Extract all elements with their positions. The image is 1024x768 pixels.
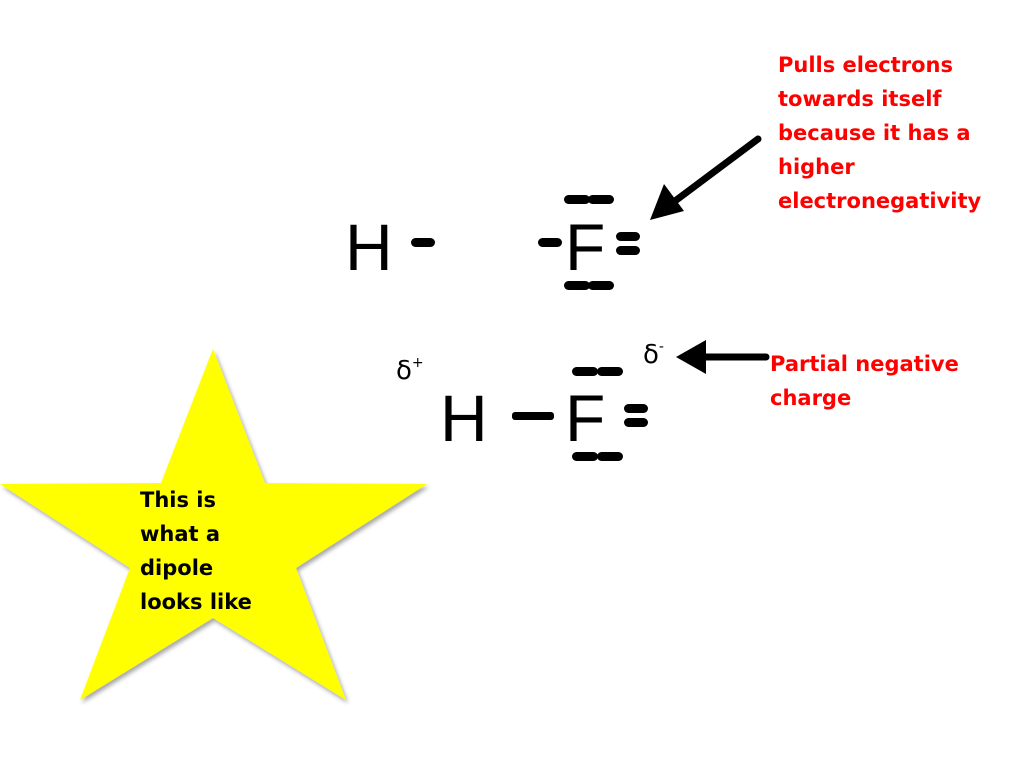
- arrow-icon: [676, 340, 770, 374]
- electron-dot: [572, 452, 598, 461]
- electron-dot: [616, 246, 640, 255]
- electron-dot: [564, 195, 590, 204]
- atom-f-top: F: [565, 210, 606, 284]
- electron-dot: [597, 367, 623, 376]
- star-icon: [0, 349, 427, 700]
- arrow-icon: [650, 135, 762, 220]
- delta-minus-label: δ-: [643, 339, 664, 370]
- atom-h-bottom: H: [440, 381, 488, 455]
- electron-dot: [411, 238, 435, 247]
- electron-dot: [624, 404, 648, 413]
- electron-dot: [616, 232, 640, 241]
- partial-charge-note: Partial negative charge: [770, 352, 959, 410]
- electron-dot: [572, 367, 598, 376]
- electron-dot: [538, 238, 562, 247]
- electronegativity-note: Pulls electrons towards itself because i…: [778, 53, 982, 213]
- electron-dot: [588, 281, 614, 290]
- covalent-bond: [512, 412, 554, 420]
- electron-dot: [564, 281, 590, 290]
- atom-h-top: H: [345, 210, 393, 284]
- electron-dot: [624, 418, 648, 427]
- electron-dot: [597, 452, 623, 461]
- star-caption: This is what a dipole looks like: [140, 488, 252, 614]
- delta-plus-label: δ+: [396, 355, 424, 386]
- atom-f-bottom: F: [565, 381, 606, 455]
- electron-dot: [588, 195, 614, 204]
